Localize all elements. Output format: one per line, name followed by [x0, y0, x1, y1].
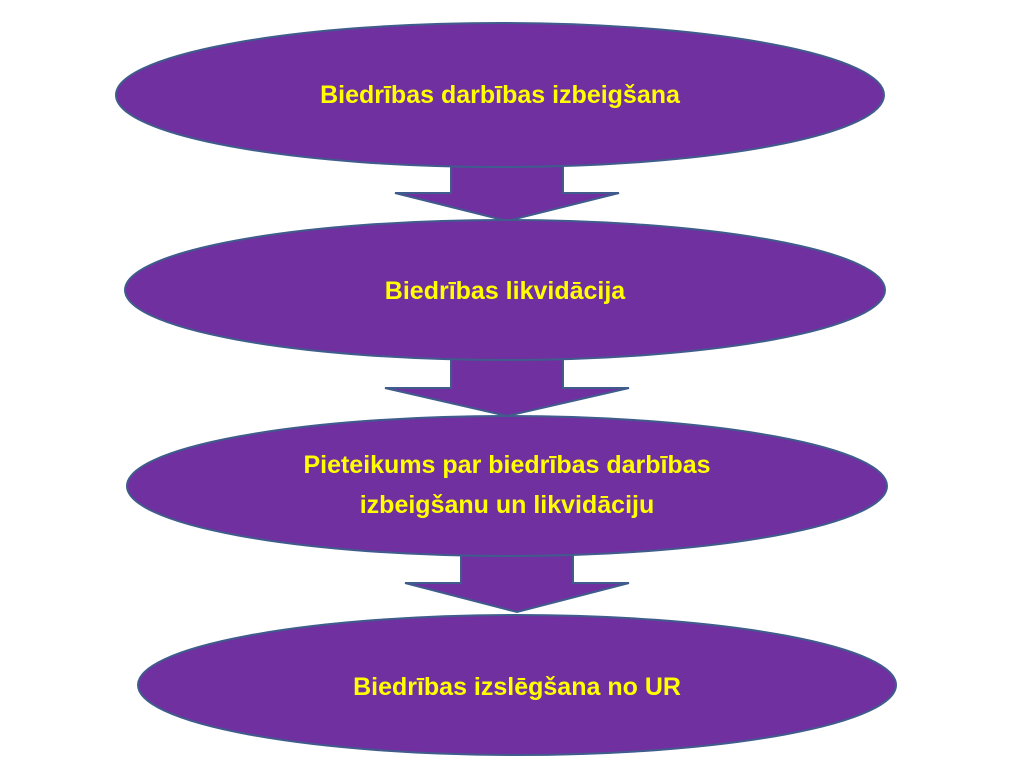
flow-node-ellipse-3: [126, 415, 888, 557]
flow-arrow-1: [394, 165, 620, 223]
flow-arrow-2: [384, 357, 630, 418]
flow-node-ellipse-1: [115, 22, 885, 168]
flow-node-ellipse-2: [124, 219, 886, 361]
flow-node-ellipse-4: [137, 614, 897, 756]
flow-arrow-3: [404, 553, 630, 614]
